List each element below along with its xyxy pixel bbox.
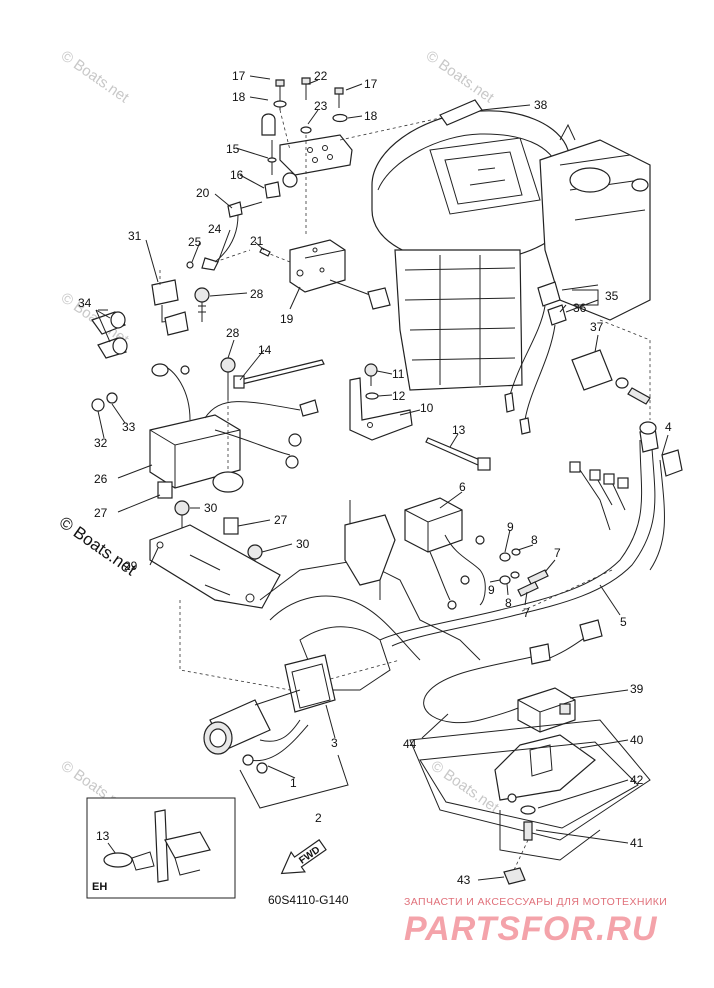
callout-18-left: 18 xyxy=(232,90,246,104)
callout-17-left: 17 xyxy=(232,69,246,83)
base-plate-29 xyxy=(149,524,281,609)
callout-8-lower: 8 xyxy=(505,596,512,610)
callout-12: 12 xyxy=(392,389,406,403)
watermark-top-left: © Boats.net xyxy=(58,47,133,106)
cable-44 xyxy=(423,619,603,724)
wire-lead-20 xyxy=(186,201,263,271)
callout-8-upper: 8 xyxy=(531,533,538,547)
bolt-28-upper xyxy=(194,287,210,322)
fwd-arrow-indicator: FWD xyxy=(280,839,327,875)
washer-42-bolt-41-nut-43 xyxy=(503,805,536,885)
callout-30-lower: 30 xyxy=(296,537,310,551)
grommet-34 xyxy=(91,311,128,359)
callout-16: 16 xyxy=(230,168,244,182)
bracket-10 xyxy=(349,377,413,441)
callout-numbers: 1 2 3 4 5 6 7 7 8 8 9 9 10 11 12 13 14 1… xyxy=(78,69,672,887)
callout-34: 34 xyxy=(78,296,92,310)
grommet-3 xyxy=(284,654,336,713)
callout-40: 40 xyxy=(630,733,644,747)
callout-29: 29 xyxy=(124,559,138,573)
stop-switch-31 xyxy=(151,270,189,336)
callout-33: 33 xyxy=(122,420,136,434)
callout-4: 4 xyxy=(665,420,672,434)
engine-powerhead xyxy=(371,110,651,420)
callout-26: 26 xyxy=(94,472,108,486)
callout-30-upper: 30 xyxy=(204,501,218,515)
callout-14: 14 xyxy=(258,343,272,357)
callout-1: 1 xyxy=(290,776,297,790)
inset-eh-variant: 13 EH xyxy=(86,797,236,899)
inset-callout-13: 13 xyxy=(96,829,110,843)
callout-9-upper: 9 xyxy=(507,520,514,534)
callout-20: 20 xyxy=(196,186,210,200)
callout-24: 24 xyxy=(208,222,222,236)
callout-5: 5 xyxy=(620,615,627,629)
callout-25: 25 xyxy=(188,235,202,249)
callout-28-upper: 28 xyxy=(250,287,264,301)
callout-2: 2 xyxy=(315,811,322,825)
callout-35: 35 xyxy=(605,289,619,303)
bolt-11-washer-12 xyxy=(364,363,379,400)
callout-11: 11 xyxy=(392,367,405,381)
main-switch-1-2 xyxy=(203,689,309,774)
callout-23: 23 xyxy=(314,99,328,113)
washers-32-33 xyxy=(91,392,118,412)
leader-lines xyxy=(95,75,669,881)
callout-36: 36 xyxy=(573,301,587,315)
callout-28-lower: 28 xyxy=(226,326,240,340)
callout-10: 10 xyxy=(420,401,434,415)
screws-7-washers-8-9 xyxy=(499,548,549,597)
collars-27 xyxy=(157,481,239,535)
brand-logo: PARTSFOR.RU xyxy=(404,910,658,948)
relay-unit xyxy=(259,239,391,310)
brand-tagline: ЗАПЧАСТИ И АКСЕССУАРЫ ДЛЯ МОТОТЕХНИКИ xyxy=(404,896,667,908)
callout-37: 37 xyxy=(590,320,604,334)
bracket-40-plate xyxy=(409,719,651,861)
callout-43: 43 xyxy=(457,873,471,887)
bracket-37 xyxy=(571,349,651,405)
drawing-code: 60S4110-G140 xyxy=(268,893,349,907)
inset-code-label: EH xyxy=(92,881,107,893)
callout-44: 44 xyxy=(403,737,417,751)
callout-9-lower: 9 xyxy=(488,583,495,597)
callout-27-left: 27 xyxy=(94,506,108,520)
switch-39 xyxy=(517,687,576,733)
cable-tie-13 xyxy=(425,437,491,471)
callout-32: 32 xyxy=(94,436,108,450)
callout-19: 19 xyxy=(280,312,294,326)
callout-38: 38 xyxy=(534,98,548,112)
callout-13: 13 xyxy=(452,423,466,437)
ignition-coil-26 xyxy=(149,363,319,493)
top-bracket-assembly xyxy=(261,77,353,235)
callout-31: 31 xyxy=(128,229,142,243)
callout-3: 3 xyxy=(331,736,338,750)
callout-41: 41 xyxy=(630,836,644,850)
rectifier-6 xyxy=(404,497,486,610)
callout-18-right: 18 xyxy=(364,109,378,123)
cable-tie-14 xyxy=(233,359,325,389)
brace-lines xyxy=(98,289,599,311)
callout-15: 15 xyxy=(226,142,240,156)
callout-39: 39 xyxy=(630,682,644,696)
callout-21: 21 xyxy=(250,234,264,248)
callout-22: 22 xyxy=(314,69,328,83)
wire-harness-5 xyxy=(379,421,683,647)
callout-17-right: 17 xyxy=(364,77,378,91)
callout-7-lower: 7 xyxy=(523,606,530,620)
watermark-top-right: © Boats.net xyxy=(423,47,498,106)
callout-42: 42 xyxy=(630,773,644,787)
callout-7-upper: 7 xyxy=(554,546,561,560)
callout-6: 6 xyxy=(459,480,466,494)
callout-27-right: 27 xyxy=(274,513,288,527)
